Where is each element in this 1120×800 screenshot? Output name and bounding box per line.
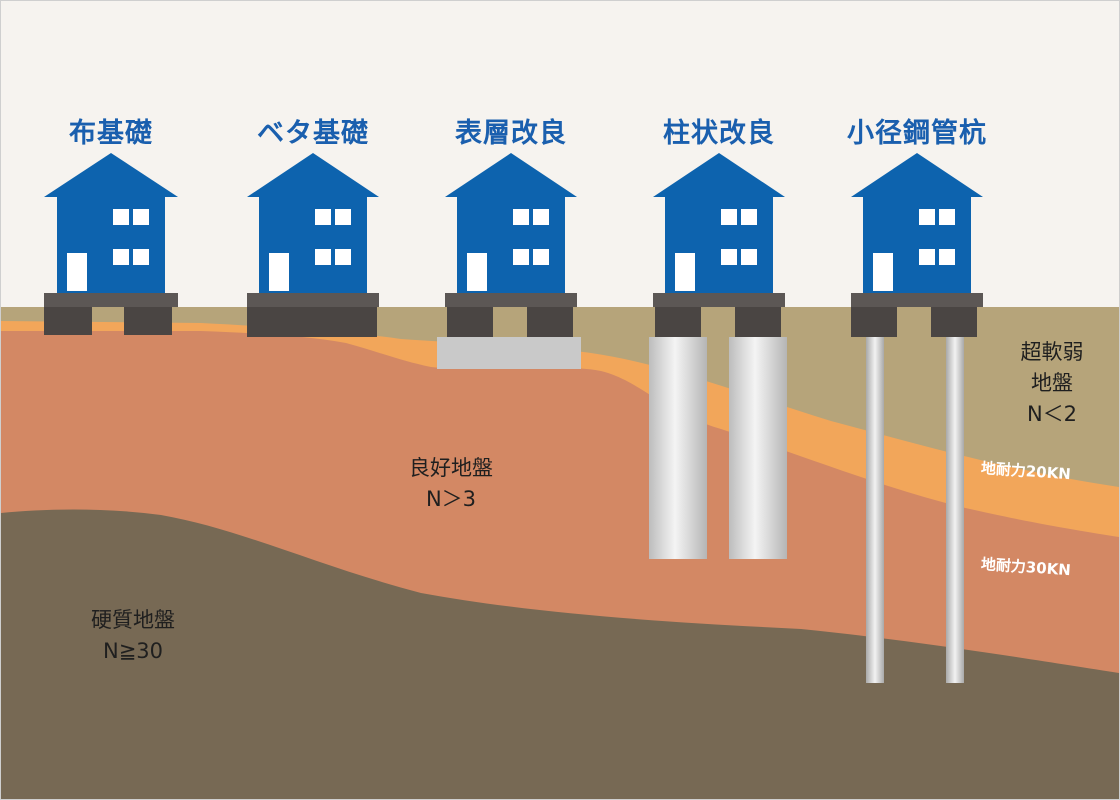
hard-ground-n-value: N≧30 bbox=[102, 639, 164, 663]
super-soft-ground-label: 超軟弱 地盤 N＜2 bbox=[997, 337, 1107, 430]
house-1-windows bbox=[67, 209, 149, 291]
steel-pile-left bbox=[866, 337, 884, 683]
soil-columns bbox=[649, 337, 787, 559]
soil-column-left bbox=[649, 337, 707, 559]
good-ground-name: 良好地盤 bbox=[409, 456, 493, 480]
super-soft-ground-n-value: N＜2 bbox=[1026, 402, 1078, 426]
method-title-column-improvement: 柱状改良 bbox=[663, 118, 775, 149]
strip-footings bbox=[44, 307, 172, 335]
steel-pile-right bbox=[946, 337, 964, 683]
hard-ground-layer bbox=[1, 509, 1119, 799]
good-ground-label: 良好地盤 N＞3 bbox=[381, 453, 521, 515]
house-3-windows bbox=[467, 209, 549, 291]
mat-foundation bbox=[247, 307, 377, 337]
pile-footings bbox=[851, 307, 977, 337]
method-title-surface-improvement: 表層改良 bbox=[455, 118, 567, 149]
hard-ground-name: 硬質地盤 bbox=[91, 608, 175, 632]
method-title-strip-foundation: 布基礎 bbox=[69, 118, 153, 149]
soil-column-right bbox=[729, 337, 787, 559]
improved-surface-layer bbox=[437, 337, 581, 369]
steel-piles bbox=[866, 337, 964, 683]
method-title-mat-foundation: ベタ基礎 bbox=[257, 118, 369, 149]
super-soft-ground-name-2: 地盤 bbox=[1031, 371, 1073, 395]
surface-footings bbox=[447, 307, 573, 337]
house-4-windows bbox=[675, 209, 757, 291]
house-2-windows bbox=[269, 209, 351, 291]
super-soft-ground-name: 超軟弱 bbox=[1020, 340, 1084, 364]
good-ground-n-value: N＞3 bbox=[425, 487, 477, 511]
hard-ground-label: 硬質地盤 N≧30 bbox=[63, 605, 203, 667]
column-footings bbox=[655, 307, 781, 337]
method-title-steel-pipe-pile: 小径鋼管杭 bbox=[847, 118, 987, 149]
house-5-windows bbox=[873, 209, 955, 291]
